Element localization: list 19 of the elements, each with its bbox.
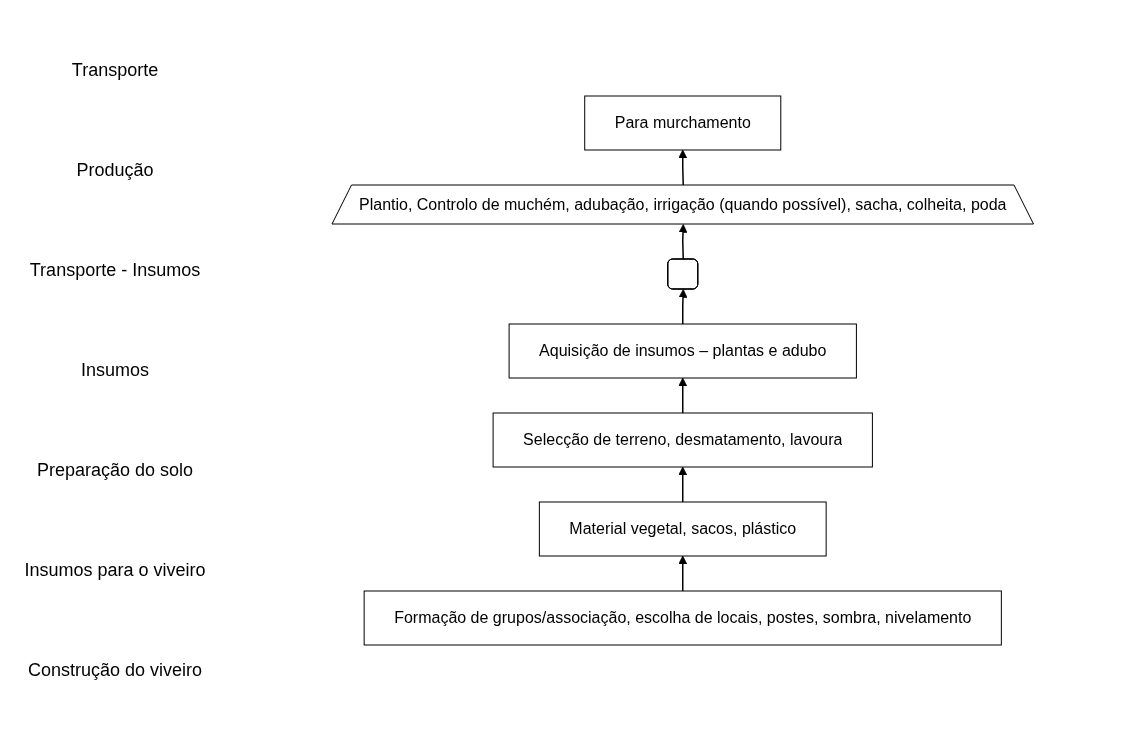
node-box: Para murchamento xyxy=(584,95,782,150)
node-box: Formação de grupos/associação, escolha de locais, postes, sombra, nivelamento xyxy=(363,590,1003,645)
arrow xyxy=(678,466,688,503)
arrow xyxy=(678,288,688,325)
stage-label: Transporte - Insumos xyxy=(28,259,202,281)
arrow xyxy=(678,377,688,414)
stage-label: Insumos xyxy=(80,359,150,381)
stage-label: Transporte xyxy=(70,59,160,81)
node-box: Selecção de terreno, desmatamento, lavoura xyxy=(492,412,874,467)
stage-label: Preparação do solo xyxy=(35,459,195,481)
stage-label: Produção xyxy=(75,159,155,181)
arrow xyxy=(678,223,688,260)
arrow xyxy=(678,555,688,592)
stage-label: Construção do viveiro xyxy=(26,659,204,681)
node-box: Aquisição de insumos – plantas e adubo xyxy=(508,323,858,378)
arrow xyxy=(678,149,688,186)
node-box: Material vegetal, sacos, plástico xyxy=(539,501,827,556)
stage-label: Insumos para o viveiro xyxy=(23,559,207,581)
node-box: Plantio, Controlo de muchém, adubação, irrigação (quando possível), sacha, colheita, poda xyxy=(331,184,1035,224)
